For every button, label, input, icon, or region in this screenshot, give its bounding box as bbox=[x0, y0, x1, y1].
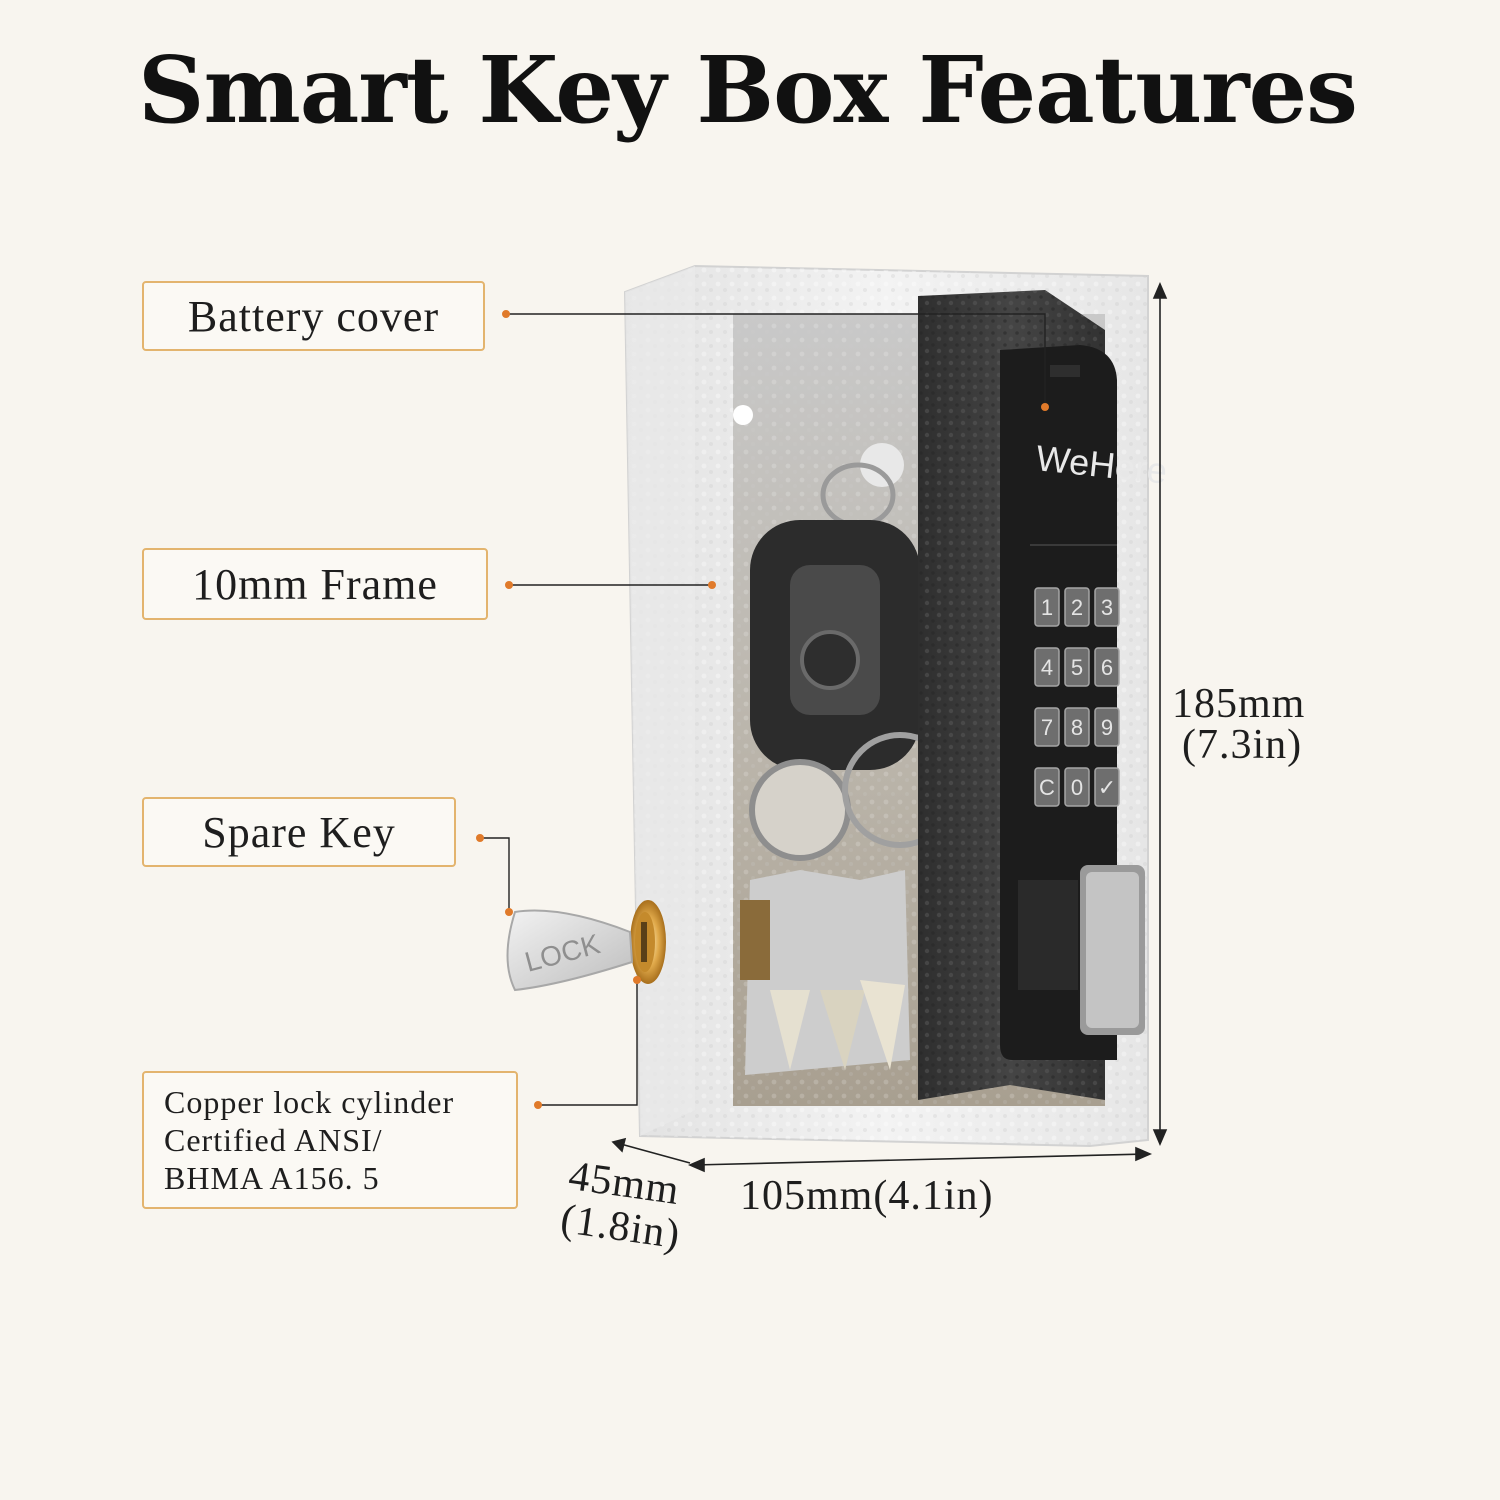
keypad-button-12: ✓ bbox=[1094, 767, 1120, 807]
keypad-button-label: 5 bbox=[1071, 655, 1083, 680]
lock-cylinder-icon bbox=[630, 900, 666, 984]
width-label: 105mm(4.1in) bbox=[740, 1173, 994, 1219]
callout-dot bbox=[708, 581, 716, 589]
keypad-button-4: 4 bbox=[1034, 647, 1060, 687]
dimension-lines bbox=[611, 281, 1168, 1173]
keypad-button-label: 7 bbox=[1041, 715, 1053, 740]
keypad-button-5: 5 bbox=[1064, 647, 1090, 687]
callout-dot bbox=[633, 976, 641, 984]
callout-copper-lock-line1: Copper lock cylinder bbox=[164, 1084, 455, 1120]
callout-copper-lock-line2: Certified ANSI/ bbox=[164, 1122, 383, 1158]
callout-dot bbox=[1041, 403, 1049, 411]
callout-dot bbox=[505, 581, 513, 589]
callout-dot bbox=[502, 310, 510, 318]
callout-dot bbox=[476, 834, 484, 842]
height-in-label: (7.3in) bbox=[1182, 722, 1303, 768]
callout-copper-lock: Copper lock cylinder Certified ANSI/ BHM… bbox=[142, 1071, 518, 1209]
callout-battery-cover: Battery cover bbox=[142, 281, 485, 351]
keypad-button-label: 2 bbox=[1071, 595, 1083, 620]
keypad-button-11: 0 bbox=[1064, 767, 1090, 807]
keypad-button-label: 6 bbox=[1101, 655, 1113, 680]
keypad-button-9: 9 bbox=[1094, 707, 1120, 747]
page-title: Smart Key Box Features bbox=[138, 36, 1358, 144]
callout-frame-label: 10mm Frame bbox=[192, 559, 438, 609]
keypad-button-label: 1 bbox=[1041, 595, 1053, 620]
spare-key-icon: LOCK bbox=[506, 909, 634, 992]
keypad-button-label: 4 bbox=[1041, 655, 1053, 680]
keypad-button-8: 8 bbox=[1064, 707, 1090, 747]
callout-spare-key: Spare Key bbox=[142, 797, 456, 867]
callout-copper-lock-line3: BHMA A156. 5 bbox=[164, 1160, 380, 1196]
keypad-button-2: 2 bbox=[1064, 587, 1090, 627]
keypad-button-label: C bbox=[1039, 775, 1055, 800]
keypad-button-10: C bbox=[1034, 767, 1060, 807]
keypad-button-label: 9 bbox=[1101, 715, 1113, 740]
height-mm-label: 185mm bbox=[1172, 681, 1306, 727]
keypad-button-6: 6 bbox=[1094, 647, 1120, 687]
callout-frame: 10mm Frame bbox=[142, 548, 488, 620]
keypad-button-7: 7 bbox=[1034, 707, 1060, 747]
keypad-button-1: 1 bbox=[1034, 587, 1060, 627]
callout-dot bbox=[534, 1101, 542, 1109]
keypad-button-3: 3 bbox=[1094, 587, 1120, 627]
callout-battery-cover-label: Battery cover bbox=[187, 291, 440, 341]
keypad-button-label: 8 bbox=[1071, 715, 1083, 740]
callout-lines bbox=[480, 313, 1046, 1106]
callout-spare-key-label: Spare Key bbox=[202, 807, 396, 857]
keypad-button-label: 0 bbox=[1071, 775, 1083, 800]
callout-dot bbox=[505, 908, 513, 916]
callout-dots bbox=[476, 310, 1049, 1109]
keypad-button-label: ✓ bbox=[1098, 775, 1116, 800]
keypad-button-label: 3 bbox=[1101, 595, 1113, 620]
